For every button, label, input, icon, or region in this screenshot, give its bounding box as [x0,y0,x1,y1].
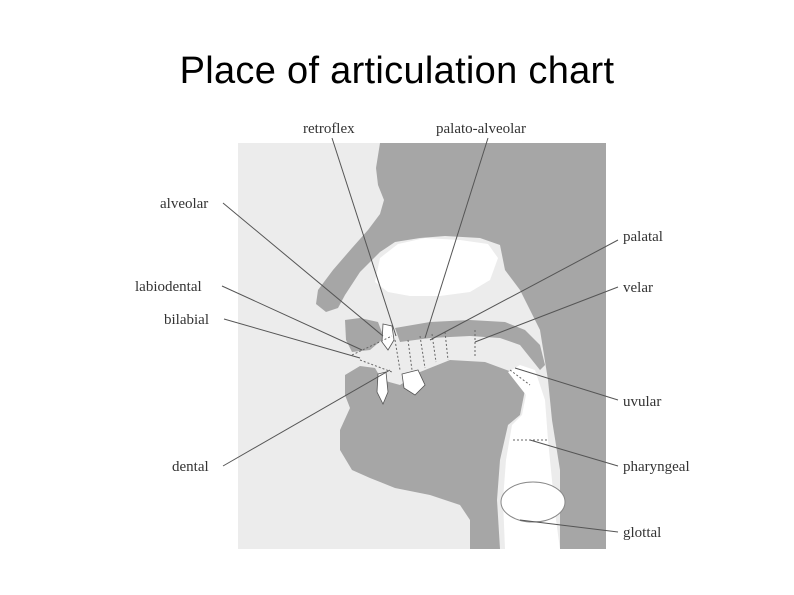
velum [395,320,545,370]
label-alveolar: alveolar [160,196,208,212]
upper-lip [345,318,384,352]
label-glottal: glottal [623,525,661,541]
label-palato-alveolar: palato-alveolar [436,121,526,137]
leader-lines [221,137,619,533]
larynx [500,481,566,523]
upper-head-tissue [316,143,606,549]
label-palatal: palatal [623,229,663,245]
label-bilabial: bilabial [164,312,209,328]
nasal-cavity [375,238,498,296]
label-labiodental: labiodental [135,279,202,295]
label-uvular: uvular [623,394,661,410]
lower-jaw-tissue [340,360,525,549]
lower-incisor [376,371,389,405]
label-pharyngeal: pharyngeal [623,459,690,475]
label-retroflex: retroflex [303,121,355,137]
upper-incisor [381,323,395,351]
label-dental: dental [172,459,209,475]
tongue-tip [401,369,426,396]
chart-title: Place of articulation chart [179,50,615,92]
label-velar: velar [623,280,653,296]
